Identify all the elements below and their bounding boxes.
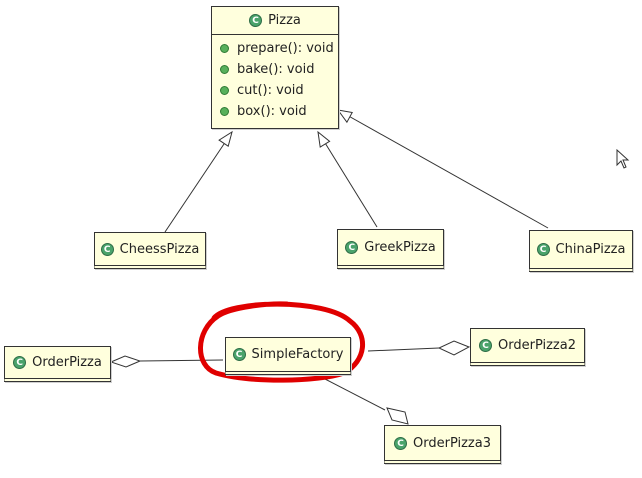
class-pizza-name: Pizza xyxy=(268,13,301,28)
class-orderpizza-name: OrderPizza xyxy=(32,355,102,370)
inheritance-line-greekpizza xyxy=(321,137,378,228)
method-item: bake(): void xyxy=(212,59,338,80)
class-simplefactory-name: SimpleFactory xyxy=(251,347,344,362)
class-pizza[interactable]: C Pizza prepare(): void bake(): void cut… xyxy=(211,6,339,129)
method-label: bake(): void xyxy=(237,62,315,77)
aggregation-diamond-orderpizza3 xyxy=(386,407,409,425)
aggregation-diamond-orderpizza xyxy=(109,355,142,368)
class-simplefactory-header: C SimpleFactory xyxy=(226,338,350,371)
class-cheesspizza-name: CheessPizza xyxy=(119,241,200,257)
class-icon: C xyxy=(479,339,492,352)
class-icon: C xyxy=(232,348,246,361)
class-orderpizza2[interactable]: C OrderPizza2 xyxy=(470,328,585,366)
class-chinapizza[interactable]: C ChinaPizza xyxy=(529,230,633,272)
inheritance-arrow-cheesspizza xyxy=(218,130,233,148)
class-orderpizza3[interactable]: C OrderPizza3 xyxy=(384,425,501,464)
class-orderpizza3-name: OrderPizza3 xyxy=(413,435,491,451)
class-icon: C xyxy=(100,242,114,256)
method-list: prepare(): void bake(): void cut(): void… xyxy=(212,35,338,124)
class-icon: C xyxy=(249,14,263,27)
inheritance-line-cheesspizza xyxy=(164,137,229,233)
class-pizza-header: C Pizza xyxy=(212,7,338,35)
inheritance-arrow-greekpizza xyxy=(317,130,331,148)
aggregation-line-orderpizza xyxy=(139,359,224,362)
class-chinapizza-name: ChinaPizza xyxy=(555,242,626,257)
method-label: box(): void xyxy=(237,104,307,119)
class-icon: C xyxy=(345,241,359,254)
class-orderpizza[interactable]: C OrderPizza xyxy=(4,346,111,382)
method-item: box(): void xyxy=(212,101,338,122)
class-chinapizza-header: C ChinaPizza xyxy=(530,231,632,268)
method-icon xyxy=(220,65,229,74)
class-cheesspizza[interactable]: C CheessPizza xyxy=(94,232,206,269)
class-icon: C xyxy=(394,436,407,450)
class-orderpizza3-header: C OrderPizza3 xyxy=(385,426,500,460)
class-greekpizza-header: C GreekPizza xyxy=(338,230,443,265)
class-orderpizza-header: C OrderPizza xyxy=(5,347,110,378)
method-label: prepare(): void xyxy=(237,41,334,56)
inheritance-line-chinapizza xyxy=(344,113,549,229)
class-simplefactory[interactable]: C SimpleFactory xyxy=(225,337,351,375)
class-icon: C xyxy=(13,356,27,369)
mouse-pointer-icon xyxy=(616,149,630,169)
method-icon xyxy=(220,44,229,53)
aggregation-line-orderpizza2 xyxy=(367,347,440,352)
method-label: cut(): void xyxy=(237,83,304,98)
method-icon xyxy=(220,86,229,95)
inheritance-arrow-chinapizza xyxy=(336,109,353,124)
class-cheesspizza-header: C CheessPizza xyxy=(95,233,205,265)
class-greekpizza[interactable]: C GreekPizza xyxy=(337,229,444,269)
method-item: prepare(): void xyxy=(212,38,338,59)
method-item: cut(): void xyxy=(212,80,338,101)
class-orderpizza2-header: C OrderPizza2 xyxy=(471,329,584,362)
aggregation-diamond-orderpizza2 xyxy=(437,340,471,356)
method-icon xyxy=(220,107,229,116)
class-orderpizza2-name: OrderPizza2 xyxy=(498,338,576,353)
class-icon: C xyxy=(536,243,550,256)
aggregation-line-orderpizza3 xyxy=(324,378,386,411)
class-greekpizza-name: GreekPizza xyxy=(364,240,436,255)
